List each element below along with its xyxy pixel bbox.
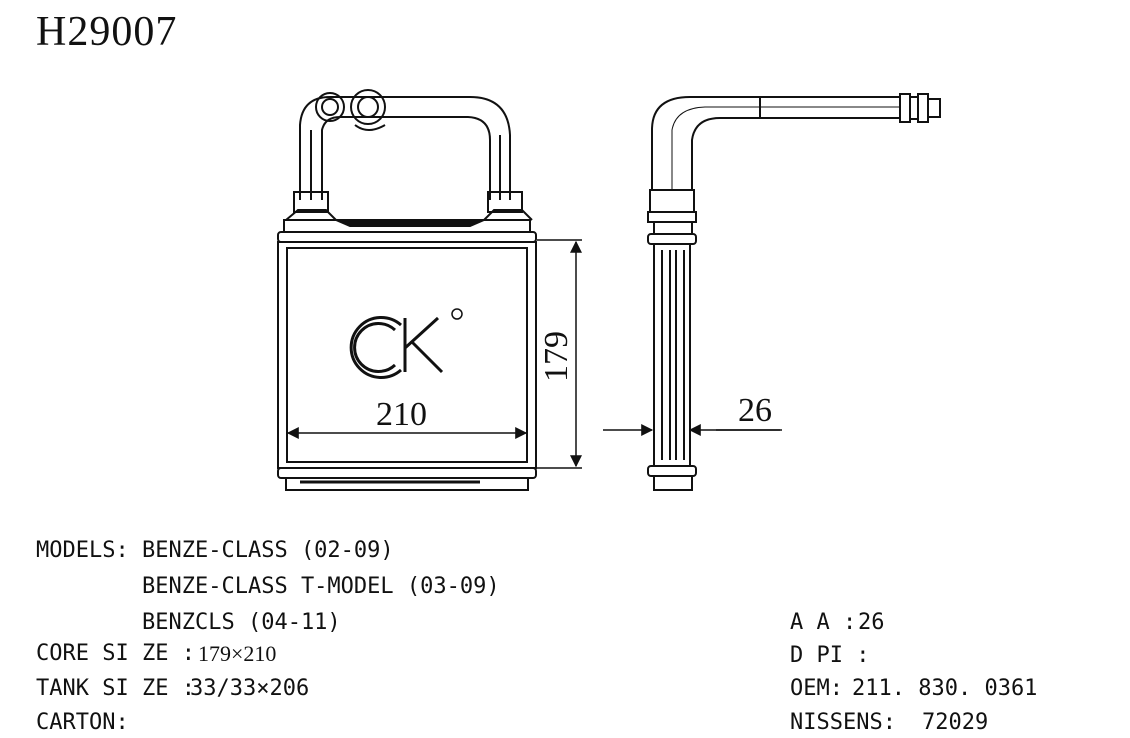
aa-label: A A :	[790, 610, 857, 635]
dimension-lines	[286, 239, 782, 469]
model-item: BENZE-CLASS (02-09)	[142, 538, 394, 563]
model-item: BENZE-CLASS T-MODEL (03-09)	[142, 574, 500, 599]
ck-logo	[349, 308, 463, 379]
side-view	[647, 93, 941, 491]
core-size-label: CORE SI ZE :	[36, 641, 195, 666]
width-dimension-label: 210	[376, 396, 427, 433]
nissens-value: 72029	[922, 710, 989, 735]
height-dimension-label: 179	[538, 331, 575, 382]
tank-size-value: 33/33×206	[190, 676, 310, 701]
oem-value: 211. 830. 0361	[852, 676, 1038, 701]
front-view	[277, 89, 537, 491]
model-item: BENZCLS (04-11)	[142, 610, 341, 635]
core-size-value: 179×210	[198, 641, 277, 666]
dpi-label: D PI :	[790, 643, 870, 668]
tank-size-label: TANK SI ZE :	[36, 676, 195, 701]
oem-label: OEM:	[790, 676, 843, 701]
depth-dimension-label: 26	[738, 392, 772, 429]
carton-label: CARTON:	[36, 710, 129, 735]
aa-value: 26	[858, 610, 885, 635]
part-number-title: H29007	[36, 9, 178, 55]
nissens-label: NISSENS:	[790, 710, 896, 735]
models-label: MODELS:	[36, 538, 129, 563]
